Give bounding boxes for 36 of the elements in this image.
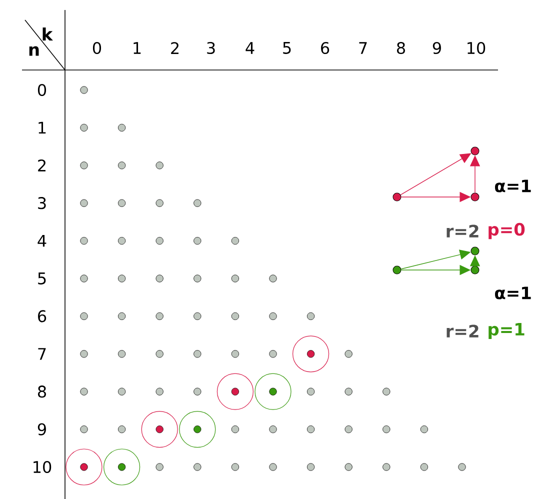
dot — [470, 146, 480, 156]
parameter-label: p=0 — [488, 222, 525, 240]
column-label: 3 — [207, 42, 215, 54]
column-label: 8 — [397, 42, 405, 54]
dot — [470, 266, 480, 274]
column-label: 0 — [92, 42, 102, 54]
column-label: 1 — [134, 42, 141, 54]
row-label: 9 — [38, 423, 46, 436]
column-label: 9 — [432, 42, 441, 54]
row-label: 0 — [38, 84, 46, 96]
row-label: 4 — [38, 234, 46, 247]
row-label: 3 — [38, 197, 46, 210]
row-label: 1 — [38, 122, 46, 134]
parameter-label: α=1 — [495, 286, 531, 300]
dot — [392, 192, 402, 202]
row-label: 7 — [38, 348, 46, 360]
column-label: 7 — [359, 42, 367, 54]
row-label: 6 — [38, 310, 46, 322]
column-label: 2 — [171, 42, 178, 54]
row-label: 10 — [34, 460, 52, 474]
column-label: 4 — [246, 42, 254, 54]
dot — [392, 266, 402, 274]
row-label: 8 — [38, 386, 46, 398]
dot — [470, 192, 480, 202]
dot — [470, 246, 480, 256]
row-label: 2 — [38, 159, 46, 172]
parameter-label: r=2 — [446, 324, 478, 338]
column-label: 10 — [468, 42, 486, 54]
header-label: n — [29, 46, 39, 56]
parameter-label: α=1 — [495, 180, 531, 192]
parameter-label: r=2 — [446, 224, 478, 238]
header-label: k — [42, 28, 53, 40]
parameter-label: p=1 — [488, 323, 524, 339]
column-label: 5 — [283, 42, 291, 54]
row-label: 5 — [38, 272, 46, 284]
column-label: 6 — [321, 42, 330, 54]
